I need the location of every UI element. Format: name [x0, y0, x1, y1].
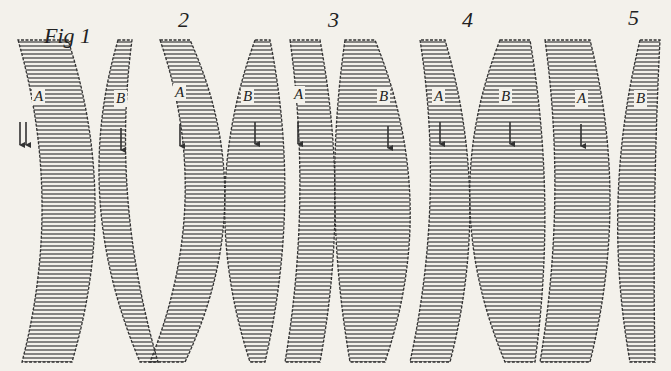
part-letter: A	[173, 84, 186, 101]
part-letter: A	[432, 88, 445, 105]
part-letter: B	[377, 88, 390, 105]
part-letter: A	[575, 90, 588, 107]
part-letter: B	[114, 90, 127, 107]
figure-label: Fig 1	[42, 24, 93, 48]
part-letter: B	[634, 90, 647, 107]
hatched-band	[18, 40, 660, 362]
figure-number: 4	[460, 8, 475, 32]
part-letter: B	[241, 88, 254, 105]
direction-arrow	[20, 122, 581, 150]
part-letter: A	[292, 86, 305, 103]
part-letter: A	[32, 88, 45, 105]
figure-number: 2	[176, 8, 191, 32]
figure-number: 3	[326, 8, 341, 32]
part-letter: B	[499, 88, 512, 105]
figure-number: 5	[626, 6, 641, 30]
